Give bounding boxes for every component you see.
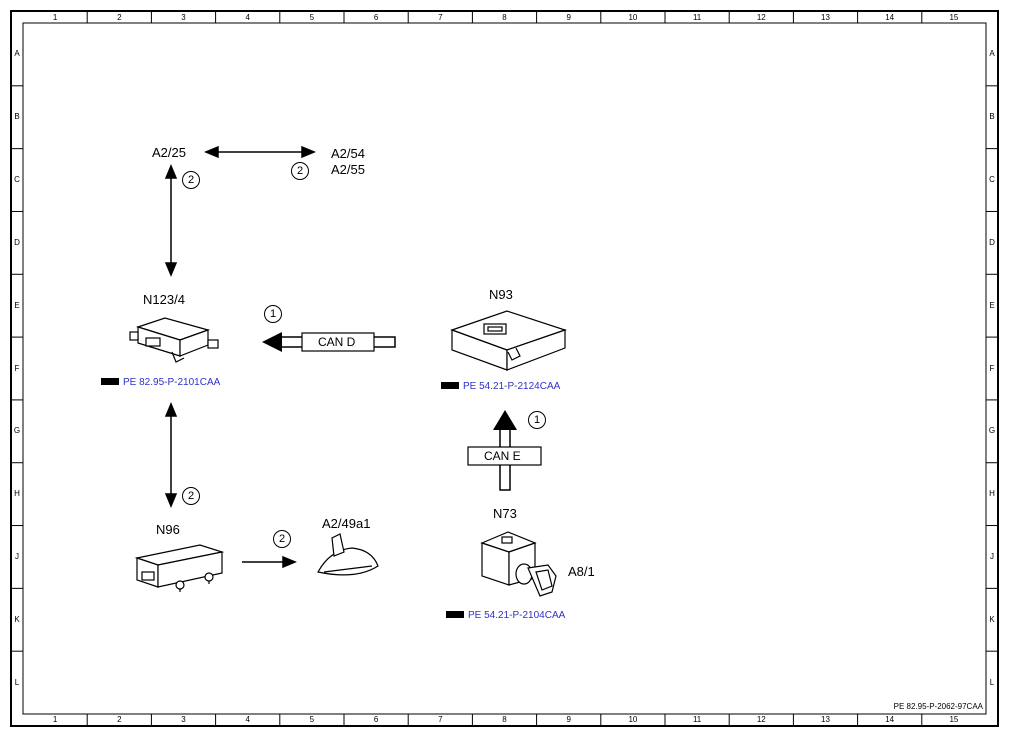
label-a2-55: A2/55 (331, 162, 365, 177)
row-label: G (13, 426, 21, 436)
row-label: A (14, 49, 20, 59)
row-label: C (14, 175, 20, 185)
row-label: E (989, 300, 995, 310)
label-n123-4: N123/4 (143, 292, 185, 307)
row-label: A (989, 49, 995, 59)
outer-frame (10, 10, 999, 727)
row-label: H (14, 489, 20, 499)
row-label: J (15, 551, 19, 561)
row-label: D (989, 237, 995, 247)
ref-link-n123-4[interactable]: PE 82.95-P-2101CAA (101, 377, 220, 388)
pointing-hand-icon (441, 381, 459, 389)
column-label: 4 (245, 715, 250, 724)
arrowhead (164, 262, 178, 277)
n96-module-drawing (134, 544, 225, 592)
row-label: F (989, 363, 995, 373)
marker-2-a2-25-vertical: 2 (182, 171, 200, 189)
column-label: 7 (438, 13, 443, 22)
ref-text-n93: PE 54.21-P-2124CAA (463, 381, 561, 392)
ref-text-n73: PE 54.21-P-2104CAA (468, 610, 566, 621)
n73-ignition-switch-drawing (480, 531, 557, 597)
row-label: J (990, 551, 994, 561)
bus-label-can-e: CAN E (484, 449, 521, 463)
column-label: 3 (181, 13, 186, 22)
marker-1-can-d: 1 (264, 305, 282, 323)
label-a2-54: A2/54 (331, 146, 365, 161)
can-d-bus-arrow (262, 332, 396, 352)
label-a2-49a1: A2/49a1 (322, 516, 371, 531)
column-label: 12 (756, 715, 766, 724)
column-label: 8 (502, 715, 507, 724)
column-label: 10 (628, 715, 638, 724)
column-label: 15 (949, 13, 959, 22)
row-label: G (988, 426, 996, 436)
column-label: 7 (438, 715, 443, 724)
column-label: 10 (628, 13, 638, 22)
column-label: 5 (309, 715, 315, 724)
label-a2-25: A2/25 (152, 145, 186, 160)
row-label: B (14, 112, 20, 122)
column-label: 11 (692, 715, 702, 724)
marker-2-a2-25-horizontal: 2 (291, 162, 309, 180)
n93-module-drawing (450, 310, 567, 371)
column-label: 9 (566, 715, 571, 724)
column-label: 12 (756, 13, 766, 22)
inner-frame (22, 22, 987, 715)
column-label: 14 (885, 715, 895, 724)
column-label: 13 (821, 13, 830, 22)
label-n96: N96 (156, 522, 180, 537)
arrowhead (301, 145, 316, 159)
row-label: K (989, 614, 995, 624)
bus-label-can-d: CAN D (318, 335, 356, 349)
n123-4-module-drawing (129, 317, 219, 363)
row-label: D (14, 237, 20, 247)
column-label: 14 (885, 13, 895, 22)
arrowhead (282, 555, 297, 569)
row-label: B (989, 112, 995, 122)
ref-link-n93[interactable]: PE 54.21-P-2124CAA (441, 381, 560, 392)
column-label: 4 (245, 13, 250, 22)
row-label: C (989, 175, 995, 185)
arrowhead (164, 164, 178, 179)
column-label: 6 (373, 715, 379, 724)
ref-link-n73[interactable]: PE 54.21-P-2104CAA (446, 610, 565, 621)
label-n73: N73 (493, 506, 517, 521)
row-label: F (14, 363, 20, 373)
column-label: 5 (309, 13, 315, 22)
column-label: 2 (117, 715, 122, 724)
column-label: 3 (181, 715, 186, 724)
row-label: E (14, 300, 20, 310)
column-label: 13 (821, 715, 830, 724)
pointing-hand-icon (446, 610, 464, 618)
marker-1-can-e: 1 (528, 411, 546, 429)
connection-arrows (164, 145, 316, 569)
column-label: 1 (52, 13, 58, 22)
column-label: 8 (502, 13, 507, 22)
ref-text-n123-4: PE 82.95-P-2101CAA (123, 377, 221, 388)
can-e-bus-arrow (467, 410, 542, 491)
row-label: H (989, 489, 995, 499)
column-label: 6 (373, 13, 379, 22)
column-label: 2 (117, 13, 122, 22)
a2-49a1-antenna-drawing (317, 533, 379, 576)
row-label: K (14, 614, 20, 624)
label-a8-1: A8/1 (568, 564, 595, 579)
marker-2-n96-vertical: 2 (182, 487, 200, 505)
arrowhead (204, 145, 219, 159)
grid-ticks (11, 11, 998, 726)
column-label: 15 (949, 715, 959, 724)
column-label: 9 (566, 13, 571, 22)
document-number: PE 82.95-P-2062-97CAA (893, 702, 983, 711)
arrowhead (164, 402, 178, 417)
row-label: L (989, 677, 995, 687)
marker-2-n96-horizontal: 2 (273, 530, 291, 548)
column-label: 1 (52, 715, 58, 724)
label-n93: N93 (489, 287, 513, 302)
arrowhead (164, 493, 178, 508)
row-label: L (14, 677, 20, 687)
pointing-hand-icon (101, 377, 119, 385)
column-label: 11 (692, 13, 702, 22)
